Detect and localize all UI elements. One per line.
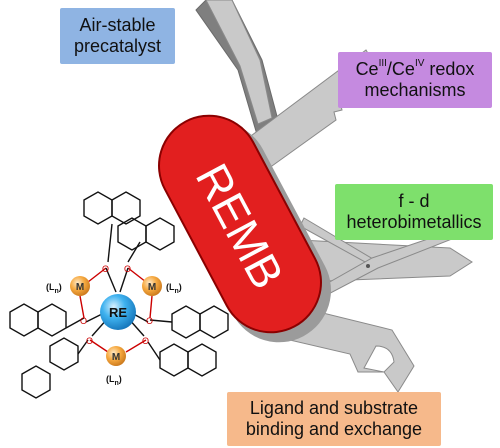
svg-text:O: O [146,316,153,326]
knife-handle: REMB [158,114,331,343]
metal-m-top-left: M [70,276,90,296]
large-blade [195,0,279,139]
svg-text:O: O [142,336,149,346]
svg-text:O: O [124,264,131,274]
label-fd-heterobimetallics: f - d heterobimetallics [335,184,493,240]
binaphthyl-rings [9,191,229,399]
svg-text:O: O [80,316,87,326]
metal-m-top-right: M [142,276,162,296]
svg-text:(Ln): (Ln) [166,282,182,295]
label-fd-line2: heterobimetallics [346,212,482,232]
svg-text:O: O [86,336,93,346]
label-redox-line1: CeIII/CeIV redox [355,58,475,80]
ligand-label-bottom: (Ln) [106,374,122,387]
label-ligand-line2: binding and exchange [245,419,423,439]
rare-earth-center: RE [100,294,136,330]
label-ligand-binding: Ligand and substrate binding and exchang… [227,392,441,446]
label-ligand-line1: Ligand and substrate [249,398,419,418]
label-redox-mechanisms: CeIII/CeIV redox mechanisms [338,52,492,108]
ligand-label-left: (Ln) [46,282,62,295]
ligand-label-right: (Ln) [166,282,182,295]
svg-text:O: O [102,264,109,274]
label-air-stable-precatalyst: Air-stable precatalyst [60,8,175,64]
label-air-stable-line1: Air-stable [79,15,156,35]
oxygen-atoms: O O O O O O [80,264,153,346]
svg-text:RE: RE [109,305,127,320]
svg-text:(Ln): (Ln) [46,282,62,295]
label-air-stable-line2: precatalyst [73,36,162,56]
svg-text:M: M [76,282,84,293]
svg-text:M: M [112,352,120,363]
catalyst-structure [9,191,229,399]
svg-text:(Ln): (Ln) [106,374,122,387]
svg-text:M: M [148,282,156,293]
label-redox-line2: mechanisms [364,80,466,100]
metal-m-bottom: M [106,346,126,366]
label-fd-line1: f - d [398,191,430,211]
